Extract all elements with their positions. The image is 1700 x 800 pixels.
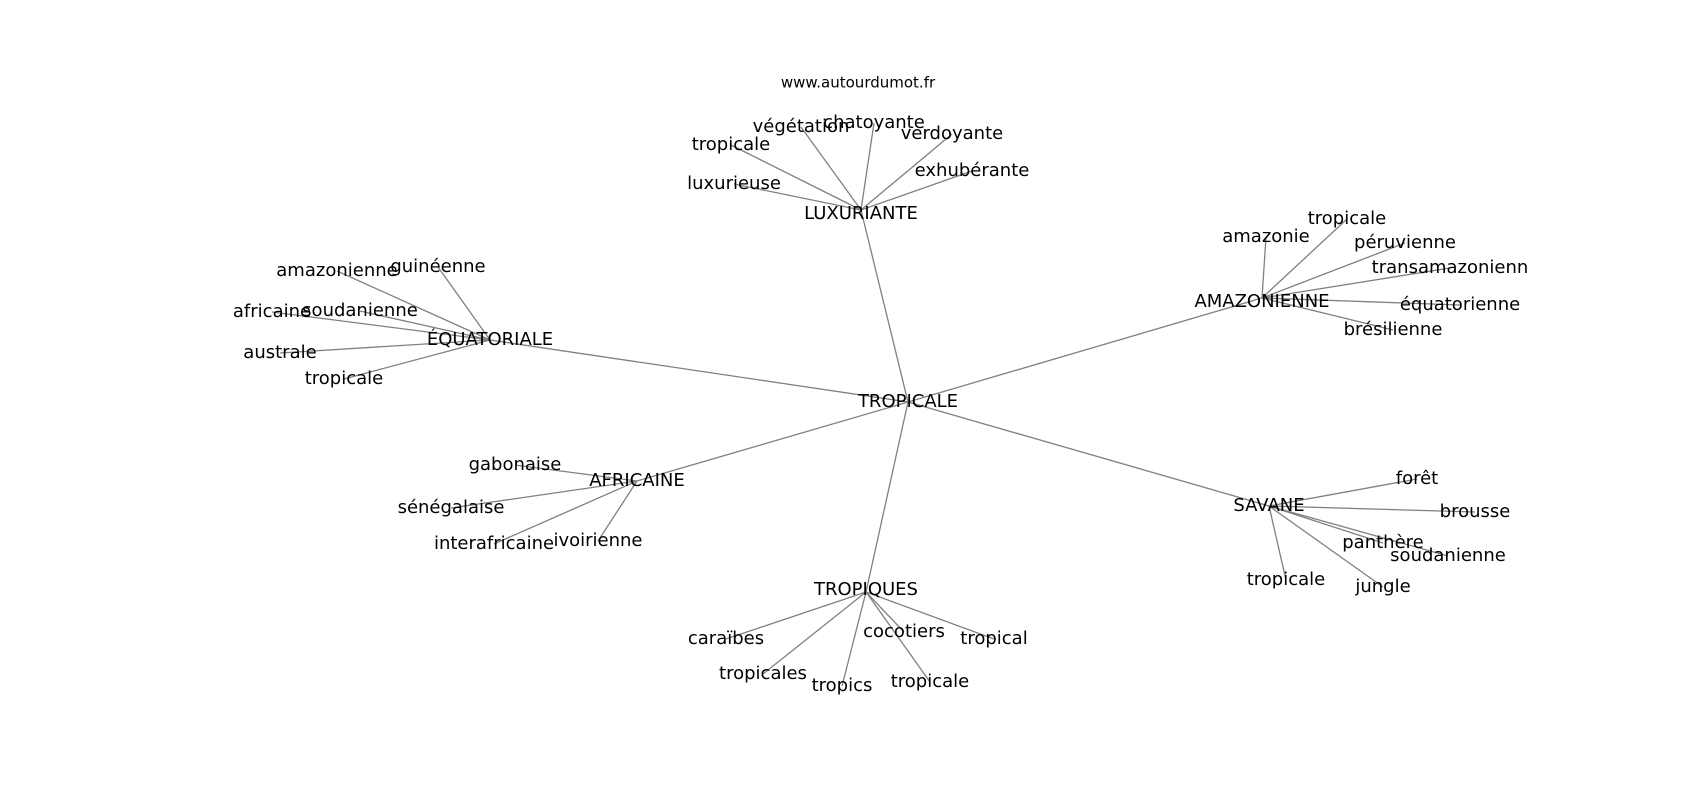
leaf-node-label: chatoyante bbox=[823, 112, 925, 133]
leaf-node-label: équatorienne bbox=[1400, 294, 1520, 315]
leaf-node-label: végétation bbox=[753, 116, 850, 137]
edge-branch-to-leaf bbox=[271, 311, 491, 341]
edge-branch-to-leaf bbox=[725, 591, 867, 640]
leaf-node-label: amazonienne bbox=[276, 260, 397, 281]
edge-branch-to-leaf bbox=[343, 339, 491, 380]
leaf-node-label: tropicale bbox=[891, 671, 970, 692]
edge-center-to-branch bbox=[907, 401, 1270, 507]
edge-branch-to-leaf bbox=[336, 270, 491, 341]
edge-branch-to-leaf bbox=[437, 266, 491, 341]
leaf-node-label: soudanienne bbox=[302, 300, 418, 321]
leaf-node-label: sénégalaise bbox=[398, 497, 505, 518]
leaf-node-label: interafricaine bbox=[434, 533, 554, 554]
branch-node-label: ÉQUATORIALE bbox=[427, 328, 553, 350]
edge-branch-to-leaf bbox=[514, 464, 638, 482]
branch-node-label: SAVANE bbox=[1233, 495, 1304, 516]
edge-branch-to-leaf bbox=[1268, 505, 1384, 588]
edge-branch-to-leaf bbox=[1268, 505, 1476, 513]
edge-branch-to-leaf bbox=[865, 591, 995, 640]
edge-branch-to-leaf bbox=[1261, 267, 1451, 299]
edge-branch-to-leaf bbox=[1261, 297, 1394, 331]
edge-branch-to-leaf bbox=[1261, 297, 1461, 306]
edge-center-to-branch bbox=[865, 401, 909, 593]
edge-branch-to-leaf bbox=[860, 122, 875, 211]
leaf-node-label: exhubérante bbox=[915, 160, 1030, 181]
leaf-node-label: verdoyante bbox=[901, 123, 1003, 144]
leaf-node-label: jungle bbox=[1354, 576, 1410, 597]
leaf-node-label: tropics bbox=[812, 675, 873, 696]
edge-branch-to-leaf bbox=[865, 591, 931, 683]
leaf-node-label: péruvienne bbox=[1354, 232, 1456, 253]
edge-branch-to-leaf bbox=[1261, 218, 1348, 299]
leaf-node-label: tropicale bbox=[305, 368, 384, 389]
leaf-node-label: forêt bbox=[1396, 468, 1439, 489]
branch-node-label: TROPIQUES bbox=[813, 579, 918, 600]
leaf-node-label: tropicale bbox=[692, 134, 771, 155]
edge-branch-to-leaf bbox=[279, 339, 491, 354]
leaf-node-label: australe bbox=[243, 342, 316, 363]
edge-center-to-branch bbox=[860, 209, 909, 403]
edge-branch-to-leaf bbox=[597, 480, 638, 542]
leaf-node-label: africaine bbox=[233, 301, 311, 322]
leaf-node-label: panthère bbox=[1342, 532, 1423, 553]
edge-branch-to-leaf bbox=[860, 170, 973, 211]
leaf-node-label: caraïbes bbox=[688, 628, 764, 649]
edge-branch-to-leaf bbox=[493, 480, 638, 545]
leaf-node-label: gabonaise bbox=[469, 454, 562, 475]
leaf-node-label: guinéenne bbox=[390, 256, 485, 277]
labels-layer: TROPICALELUXURIANTEtropicalevégétationch… bbox=[233, 112, 1528, 696]
leaf-node-label: brousse bbox=[1440, 501, 1511, 522]
leaf-node-label: brésilienne bbox=[1344, 319, 1443, 340]
leaf-node-label: tropicale bbox=[1308, 208, 1387, 229]
edge-branch-to-leaf bbox=[450, 480, 638, 509]
edge-branch-to-leaf bbox=[1261, 236, 1267, 299]
edge-center-to-branch bbox=[489, 339, 909, 403]
edge-center-to-branch bbox=[907, 297, 1263, 403]
branch-node-label: AFRICAINE bbox=[589, 470, 685, 491]
edge-branch-to-leaf bbox=[733, 183, 862, 211]
leaf-node-label: transamazonienn bbox=[1372, 257, 1529, 278]
edge-branch-to-leaf bbox=[1268, 505, 1384, 544]
edge-branch-to-leaf bbox=[762, 591, 867, 675]
leaf-node-label: ivoirienne bbox=[553, 530, 642, 551]
leaf-node-label: cocotiers bbox=[863, 621, 945, 642]
edge-branch-to-leaf bbox=[730, 144, 862, 211]
edge-branch-to-leaf bbox=[841, 591, 867, 687]
center-node-label: TROPICALE bbox=[857, 391, 958, 412]
edge-branch-to-leaf bbox=[865, 591, 905, 633]
edge-branch-to-leaf bbox=[1268, 478, 1418, 507]
leaf-node-label: tropicales bbox=[719, 663, 807, 684]
edge-branch-to-leaf bbox=[860, 133, 953, 211]
leaf-node-label: amazonie bbox=[1222, 226, 1310, 247]
edges-layer bbox=[271, 122, 1476, 687]
branch-node-label: AMAZONIENNE bbox=[1194, 291, 1329, 312]
edge-branch-to-leaf bbox=[1268, 505, 1449, 557]
leaf-node-label: soudanienne bbox=[1390, 545, 1506, 566]
leaf-node-label: tropical bbox=[960, 628, 1027, 649]
edge-branch-to-leaf bbox=[1261, 242, 1406, 299]
edge-branch-to-leaf bbox=[800, 126, 862, 211]
leaf-node-label: tropicale bbox=[1247, 569, 1326, 590]
leaf-node-label: luxurieuse bbox=[687, 173, 781, 194]
source-label: www.autourdumot.fr bbox=[781, 74, 936, 92]
edge-branch-to-leaf bbox=[359, 310, 491, 341]
branch-node-label: LUXURIANTE bbox=[804, 203, 918, 224]
edge-center-to-branch bbox=[636, 401, 909, 482]
edge-branch-to-leaf bbox=[1268, 505, 1287, 581]
